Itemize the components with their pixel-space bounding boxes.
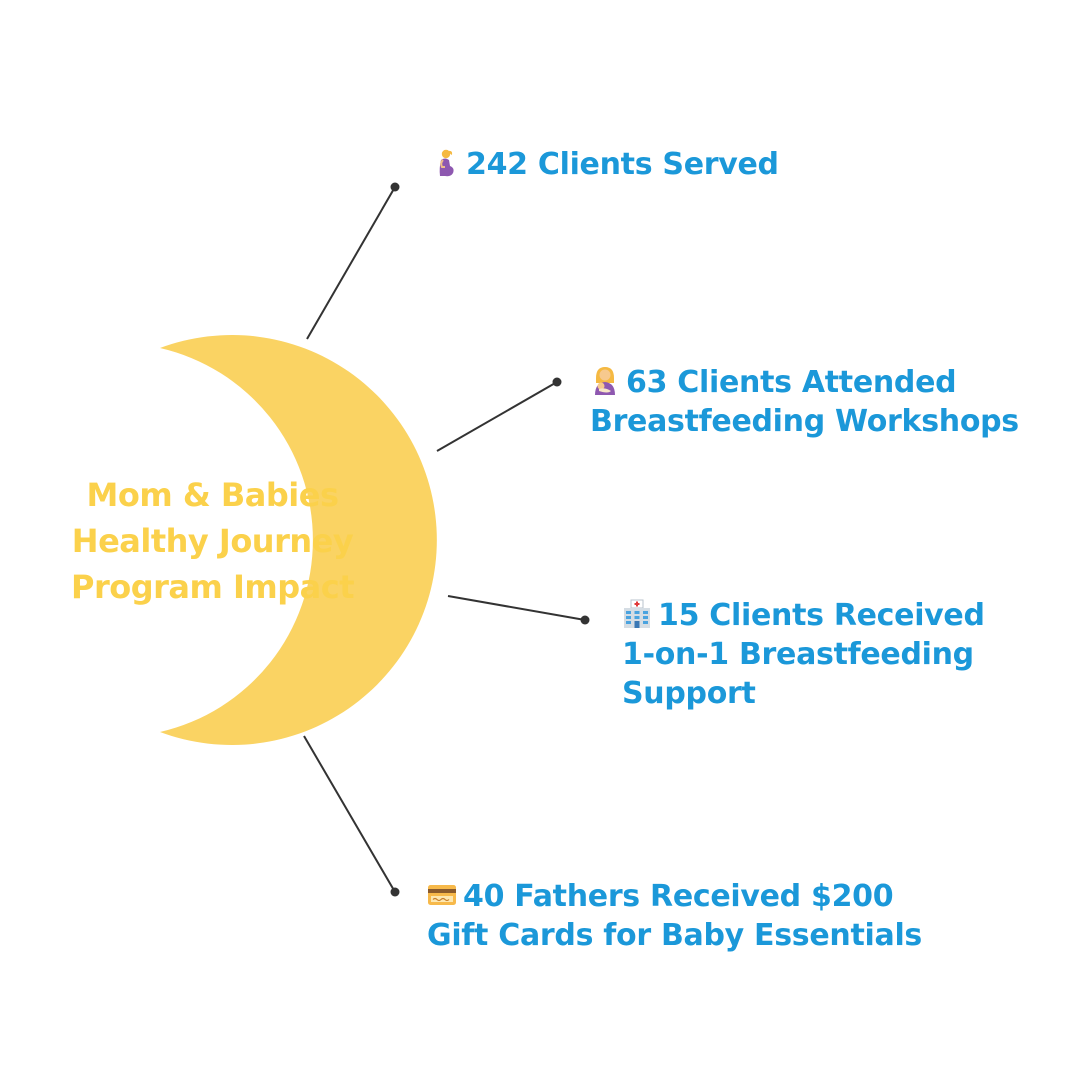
stat-one-on-one-support: 15 Clients Received 1-on-1 Breastfeeding… xyxy=(622,596,985,713)
breastfeeding-icon xyxy=(590,366,620,396)
stat-3-line-3: Support xyxy=(622,676,756,711)
stat-3-line-1: 15 Clients Received xyxy=(658,598,985,633)
stat-4-line-1: 40 Fathers Received $200 xyxy=(463,879,894,914)
credit-card-icon xyxy=(427,880,457,910)
connector-3 xyxy=(447,595,590,625)
connector-4 xyxy=(303,735,400,897)
pregnant-woman-icon xyxy=(430,148,460,178)
connector-1 xyxy=(306,182,400,340)
stat-2-line-2: Breastfeeding Workshops xyxy=(590,404,1019,439)
stat-2-line-1: 63 Clients Attended xyxy=(626,365,957,400)
connector-2 xyxy=(436,377,562,452)
crescent-moon-shape xyxy=(160,334,437,746)
hospital-icon xyxy=(622,599,652,629)
program-title-line-1: Mom & Babies xyxy=(86,476,339,514)
stat-fathers-gift-cards: 40 Fathers Received $200 Gift Cards for … xyxy=(427,877,922,955)
stat-3-line-2: 1-on-1 Breastfeeding xyxy=(622,637,974,672)
stat-clients-served: 242 Clients Served xyxy=(430,145,779,184)
stat-1-line-1: 242 Clients Served xyxy=(466,147,779,182)
stat-breastfeeding-workshops: 63 Clients Attended Breastfeeding Worksh… xyxy=(590,363,1019,441)
program-title-line-2: Healthy Journey xyxy=(71,522,354,560)
stat-4-line-2: Gift Cards for Baby Essentials xyxy=(427,918,922,953)
program-title-line-3: Program Impact xyxy=(71,568,355,606)
program-title: Mom & Babies Healthy Journey Program Imp… xyxy=(40,472,385,610)
